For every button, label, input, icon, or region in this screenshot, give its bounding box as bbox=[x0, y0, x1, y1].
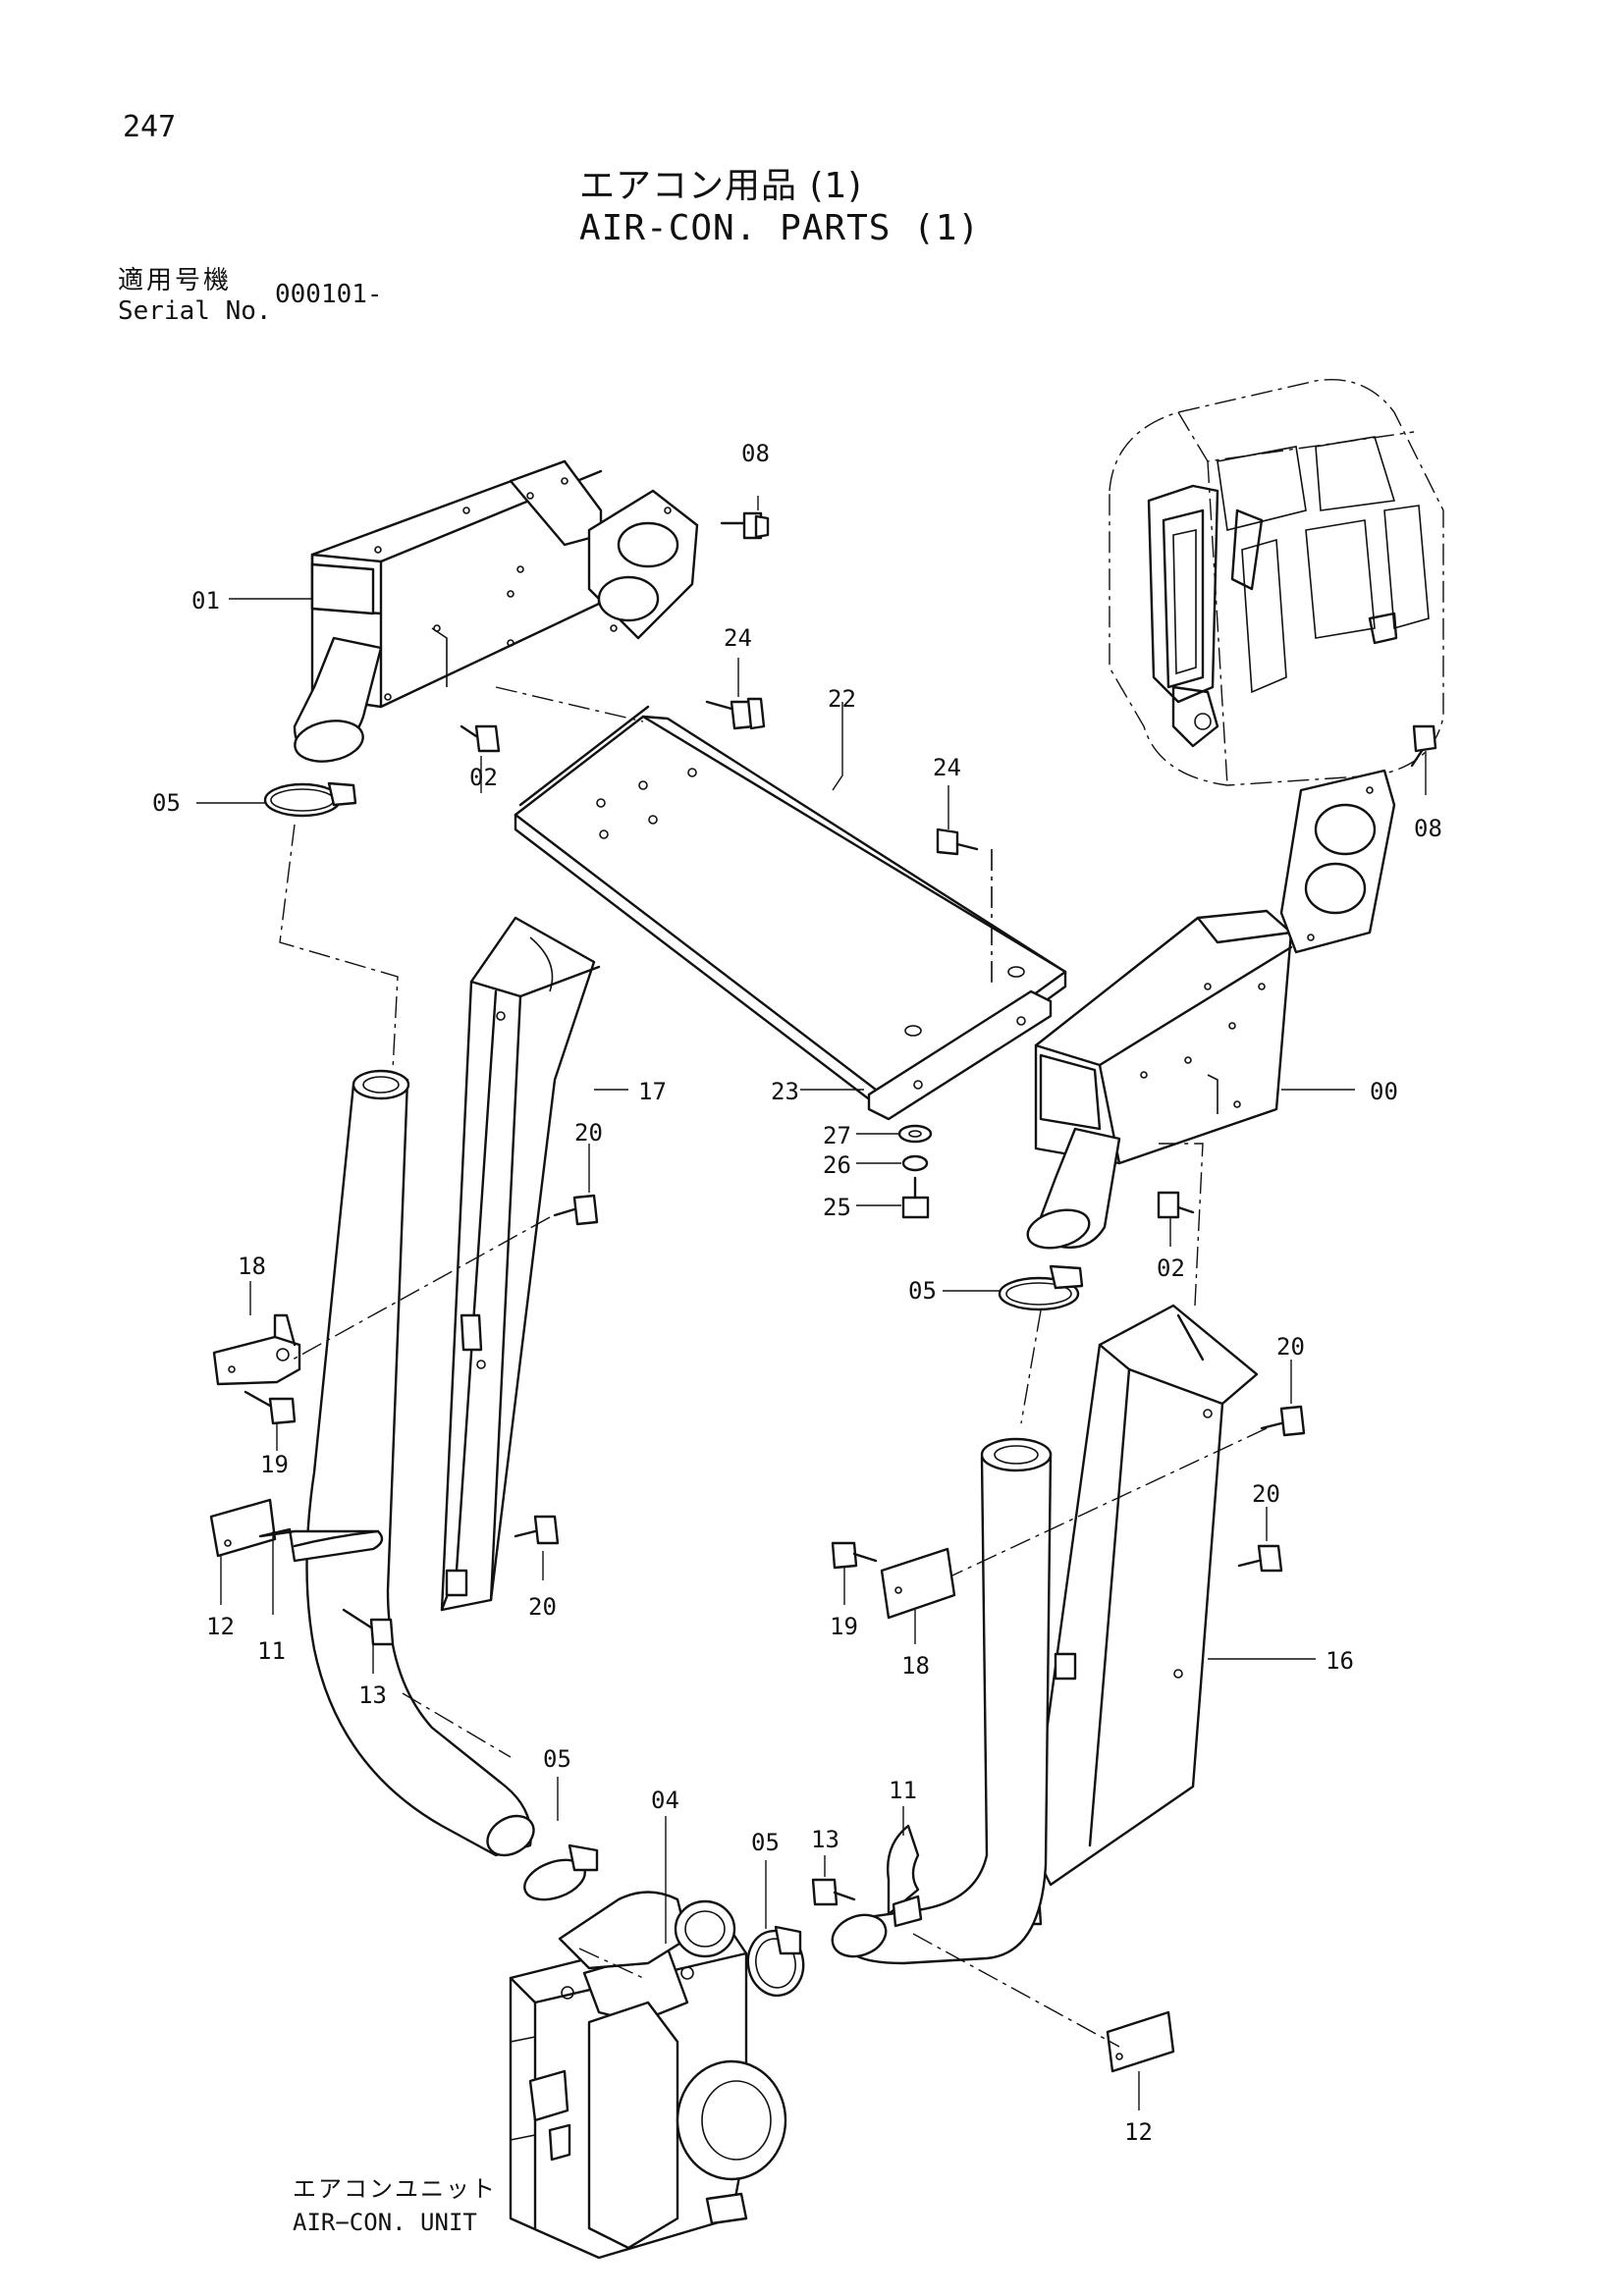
bracket-part-12-left bbox=[209, 1498, 277, 1558]
callout-05-upper-left: 05 bbox=[152, 789, 181, 817]
outlet-plate-upper-left bbox=[587, 489, 699, 640]
callout-26: 26 bbox=[823, 1151, 851, 1179]
callout-18-left: 18 bbox=[238, 1253, 266, 1280]
leader-lines bbox=[196, 496, 1427, 2110]
callout-19-right: 19 bbox=[830, 1613, 858, 1640]
duct-part-01 bbox=[293, 459, 603, 763]
lock-washer-26 bbox=[901, 1154, 929, 1172]
callout-05-lower-left: 05 bbox=[543, 1745, 571, 1773]
callout-24-lower: 24 bbox=[933, 754, 961, 781]
bolt-02-lower bbox=[1157, 1191, 1195, 1219]
callout-12-left: 12 bbox=[206, 1613, 235, 1640]
bolt-24-upper bbox=[705, 697, 766, 730]
callout-12-right: 12 bbox=[1124, 2118, 1153, 2146]
page-title-english: AIR-CON. PARTS (1) bbox=[579, 208, 981, 248]
callout-13-right: 13 bbox=[811, 1826, 839, 1853]
callout-16: 16 bbox=[1326, 1647, 1354, 1675]
serial-label-japanese: 適用号機 bbox=[118, 266, 233, 295]
callout-02-upper: 02 bbox=[469, 764, 498, 791]
washer-27 bbox=[897, 1124, 933, 1144]
callout-22: 22 bbox=[828, 685, 856, 713]
bolt-13-right bbox=[811, 1878, 856, 1906]
air-con-unit bbox=[509, 1891, 787, 2260]
callout-18-right: 18 bbox=[901, 1652, 930, 1680]
bolt-24-lower bbox=[936, 828, 979, 856]
callout-05-middle-right: 05 bbox=[908, 1277, 937, 1305]
bolt-08-right bbox=[1410, 724, 1437, 768]
page-number: 247 bbox=[123, 110, 177, 144]
hose-clamp-05-middle-right bbox=[998, 1264, 1084, 1311]
callout-19-left: 19 bbox=[260, 1451, 289, 1478]
bolt-19-right bbox=[831, 1541, 878, 1570]
cab-illustration bbox=[1109, 379, 1444, 786]
callout-17: 17 bbox=[638, 1078, 667, 1105]
page-title-japanese: エアコン用品 (1) bbox=[579, 166, 863, 206]
air-con-unit-label-english: AIR−CON. UNIT bbox=[293, 2209, 477, 2236]
callout-24-upper: 24 bbox=[724, 624, 752, 652]
callout-13-left: 13 bbox=[358, 1682, 387, 1709]
callout-20-lower-right: 20 bbox=[1252, 1480, 1280, 1508]
hose-clamp-05-lower-center bbox=[746, 1925, 805, 1998]
callout-20-lower-left: 20 bbox=[528, 1593, 557, 1621]
callout-20-upper-left: 20 bbox=[574, 1119, 603, 1147]
callout-04: 04 bbox=[651, 1787, 679, 1814]
air-pipe-left bbox=[305, 1069, 535, 1857]
bolt-25 bbox=[901, 1176, 930, 1219]
bracket-part-12-right bbox=[1106, 2010, 1175, 2073]
air-pipe-right bbox=[831, 1437, 1053, 1965]
callout-11-right: 11 bbox=[889, 1777, 917, 1804]
bolt-20-lower-left bbox=[514, 1515, 560, 1545]
callout-25: 25 bbox=[823, 1194, 851, 1221]
bolt-08-upper bbox=[720, 511, 770, 540]
air-con-unit-label-japanese: エアコンユニット bbox=[293, 2175, 497, 2203]
bolt-20-lower-right bbox=[1237, 1544, 1283, 1573]
bracket-part-18-right bbox=[880, 1547, 956, 1620]
callout-11-left: 11 bbox=[257, 1637, 286, 1665]
callout-labels: 08 01 24 22 05 02 24 08 17 00 23 27 26 2… bbox=[152, 440, 1442, 2146]
serial-label-english: Serial No. bbox=[118, 296, 272, 326]
serial-number-value: 000101- bbox=[275, 280, 383, 309]
duct-part-17 bbox=[440, 916, 601, 1612]
duct-part-00 bbox=[1026, 909, 1293, 1250]
bolt-20-upper-left bbox=[553, 1194, 599, 1226]
connection-lines bbox=[279, 686, 1268, 2048]
bolt-19-left bbox=[244, 1390, 297, 1425]
pipe-strap-11-right bbox=[887, 1824, 923, 1928]
callout-27: 27 bbox=[823, 1122, 851, 1149]
outlet-plate-right bbox=[1279, 769, 1396, 954]
callout-00: 00 bbox=[1370, 1078, 1398, 1105]
hose-clamp-05-upper-left bbox=[263, 781, 357, 818]
hose-clamp-05-lower-left bbox=[523, 1843, 599, 1901]
callout-20-upper-right: 20 bbox=[1276, 1333, 1305, 1361]
callout-08-upper: 08 bbox=[741, 440, 770, 467]
bolt-02-upper bbox=[460, 724, 501, 753]
callout-02-lower: 02 bbox=[1157, 1255, 1185, 1282]
bracket-part-18-left bbox=[212, 1313, 301, 1386]
bolt-20-upper-right bbox=[1260, 1405, 1306, 1437]
bolt-13-left bbox=[342, 1608, 395, 1646]
callout-05-lower-center: 05 bbox=[751, 1829, 780, 1856]
duct-part-16 bbox=[1019, 1304, 1259, 1926]
callout-23: 23 bbox=[771, 1078, 799, 1105]
callout-01: 01 bbox=[191, 587, 220, 614]
bracket-part-22 bbox=[514, 705, 1067, 1121]
pipe-strap-11-left bbox=[258, 1527, 384, 1563]
callout-08-right: 08 bbox=[1414, 815, 1442, 842]
